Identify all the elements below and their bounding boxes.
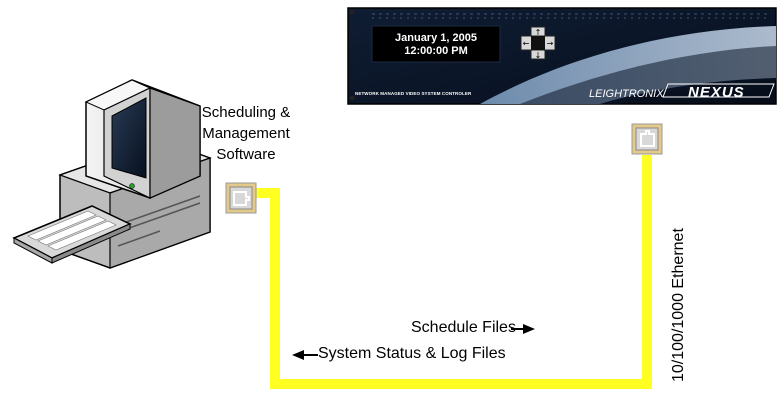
network-port-icon bbox=[225, 182, 257, 214]
schedule-files-label: Schedule Files bbox=[411, 319, 516, 336]
svg-text:↑: ↑ bbox=[535, 28, 542, 37]
software-label-line3: Software bbox=[216, 146, 276, 163]
device-caption: NETWORK MANAGED VIDEO SYSTEM CONTROLER bbox=[355, 91, 472, 96]
ethernet-cable bbox=[252, 155, 652, 389]
status-files-label: System Status & Log Files bbox=[318, 345, 506, 362]
arrow-left-icon bbox=[292, 350, 318, 360]
svg-text:←: ← bbox=[523, 39, 530, 48]
svg-text:↓: ↓ bbox=[535, 51, 542, 60]
software-label-line2: Management bbox=[202, 125, 290, 142]
device-time: 12:00:00 PM bbox=[404, 45, 468, 57]
software-label-line1: Scheduling & bbox=[201, 104, 291, 121]
direction-pad-icon: ↑ ↓ ← → bbox=[520, 26, 556, 60]
software-label: Scheduling & Management Software bbox=[196, 102, 296, 165]
device-date: January 1, 2005 bbox=[395, 32, 477, 44]
nexus-device: ↑ ↓ ← → bbox=[347, 7, 777, 105]
keyboard-icon bbox=[12, 205, 132, 264]
computer-icon bbox=[58, 79, 212, 269]
network-port-icon bbox=[631, 123, 663, 155]
ethernet-label: 10/100/1000 Ethernet bbox=[670, 228, 687, 382]
device-datetime-display: January 1, 2005 12:00:00 PM bbox=[386, 32, 486, 58]
arrow-right-icon bbox=[511, 324, 535, 334]
device-product-logo: NEXUS bbox=[688, 84, 745, 101]
svg-text:→: → bbox=[547, 39, 554, 48]
device-brand: LEIGHTRONIX bbox=[589, 88, 664, 100]
